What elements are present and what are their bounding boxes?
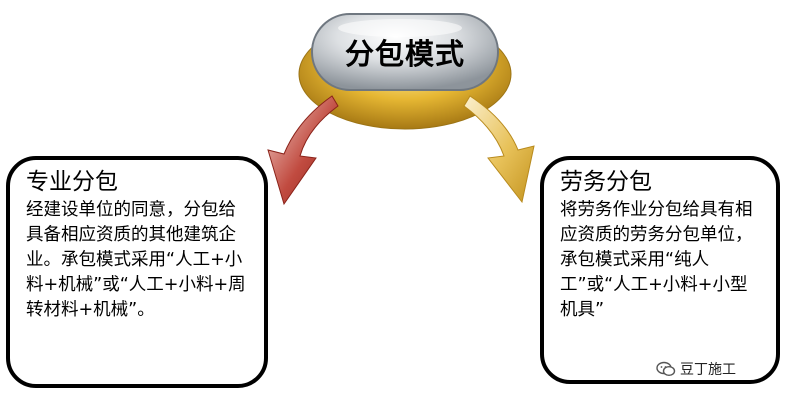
labor-subcontract-box: 劳务分包 将劳务作业分包给具有相应资质的劳务分包单位，承包模式采用“纯人工”或“… [540, 156, 780, 384]
center-title: 分包模式 [344, 37, 465, 71]
professional-subcontract-box: 专业分包 经建设单位的同意，分包给具备相应资质的其他建筑企业。承包模式采用“人工… [6, 156, 268, 388]
left-box-title: 专业分包 [26, 169, 118, 195]
wechat-icon [656, 361, 676, 377]
left-arrow [267, 95, 339, 206]
right-arrow [463, 95, 535, 204]
right-box-text: 将劳务作业分包给具有相应资质的劳务分包单位，承包模式采用“纯人工”或“人工+小料… [560, 200, 753, 320]
left-box-text: 经建设单位的同意，分包给具备相应资质的其他建筑企业。承包模式采用“人工+小料+机… [26, 200, 246, 320]
right-box-title: 劳务分包 [560, 169, 652, 195]
watermark: 豆丁施工 [652, 358, 740, 380]
watermark-text: 豆丁施工 [680, 362, 736, 378]
center-pill-highlight [338, 19, 462, 37]
